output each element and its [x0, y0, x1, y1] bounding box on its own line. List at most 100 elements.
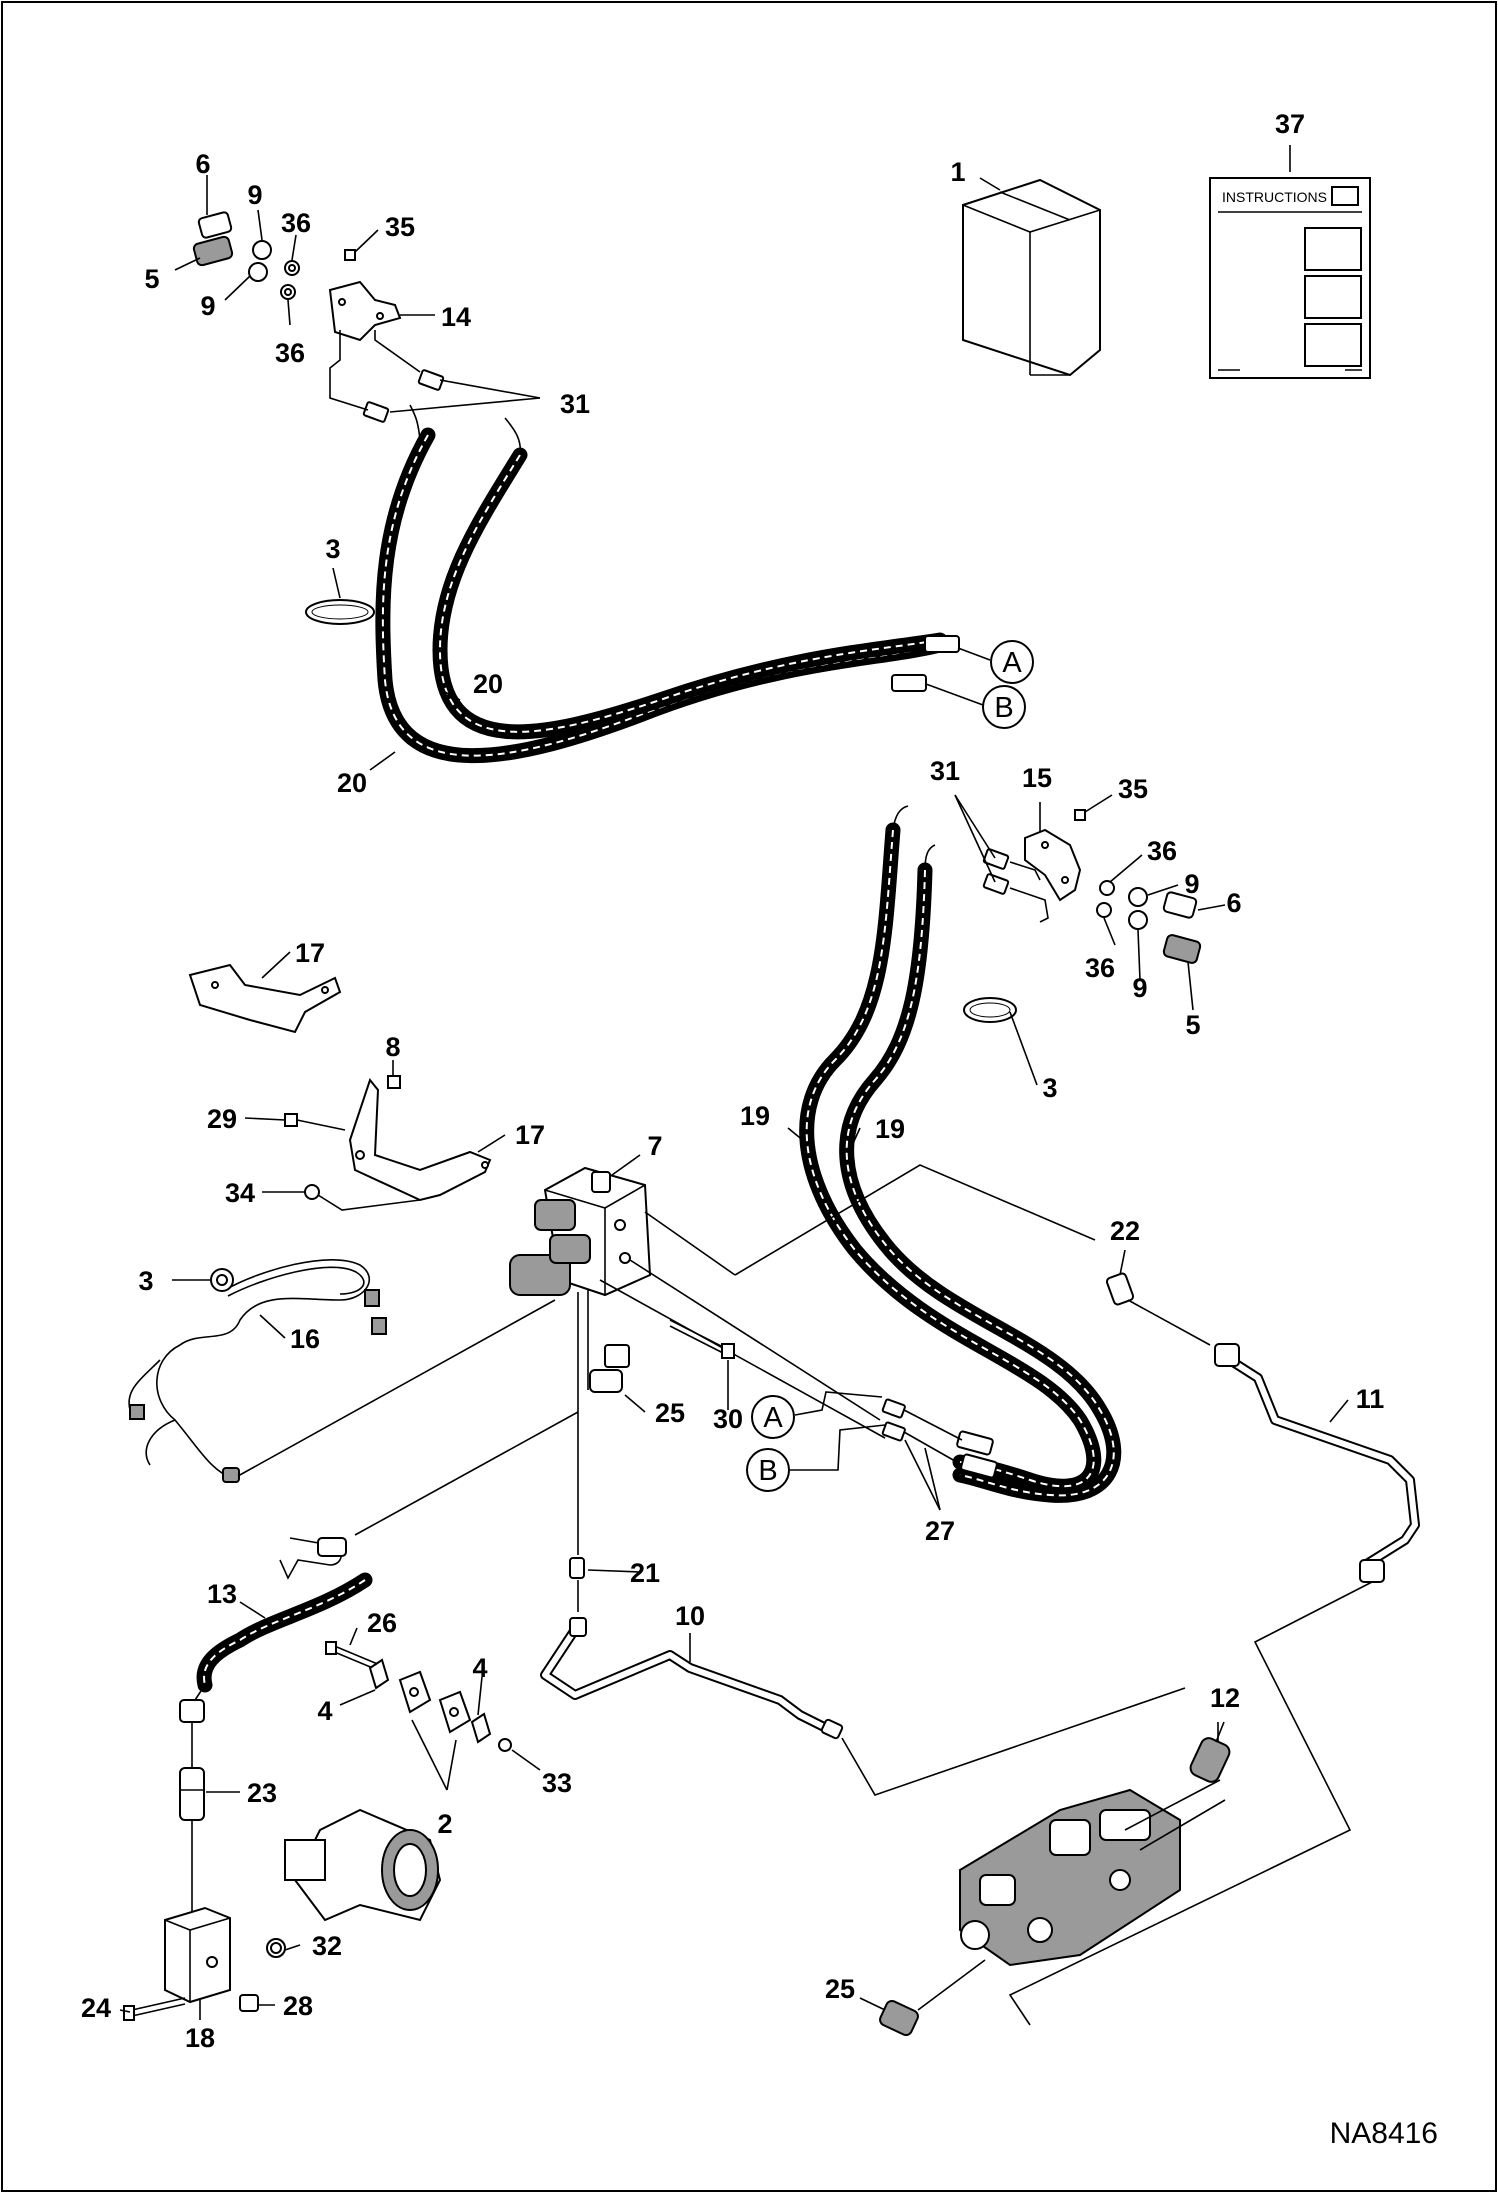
harness-link: [237, 1299, 556, 1477]
callout-29: 29: [207, 1104, 237, 1134]
bracket-15: [1024, 828, 1082, 902]
callout-32: 32: [312, 1931, 342, 1961]
callout-30: 30: [713, 1404, 743, 1434]
callout-36: 36: [1147, 836, 1177, 866]
plug-28: [239, 1994, 259, 2012]
valve-link-d: [599, 1279, 886, 1439]
bolt-24: [123, 1997, 186, 2021]
elbow-25a: [589, 1344, 630, 1393]
adapter-31c: [982, 848, 1010, 870]
callout-33: 33: [542, 1768, 572, 1798]
link-25-13: [354, 1411, 579, 1536]
oring-32: [266, 1938, 286, 1958]
link-27b: [903, 1431, 963, 1466]
bolt-35a: [344, 249, 356, 261]
figure-id: NA8416: [1330, 2117, 1438, 2150]
upper-left-fittings: [192, 211, 445, 423]
fitting-21: [569, 1557, 585, 1579]
adapter-31a: [417, 369, 445, 391]
wire-harness-16: [128, 1258, 387, 1483]
callout-5: 5: [1185, 1010, 1200, 1040]
callout-26: 26: [367, 1608, 397, 1638]
link-22-11: [1127, 1299, 1211, 1346]
port-marker-B2: [746, 1448, 790, 1492]
leader-A1: [957, 647, 991, 661]
hose-20-pair: [375, 404, 960, 764]
tube-11: [1214, 1343, 1420, 1583]
fitting-22: [1105, 1272, 1135, 1306]
port-marker-A1: [990, 640, 1034, 684]
washer-36b: [280, 284, 296, 300]
callout-16: 16: [290, 1324, 320, 1354]
quick-coupler-5a: [192, 235, 234, 267]
callout-27: 27: [925, 1516, 955, 1546]
fitting-9a: [252, 240, 272, 260]
callout-31: 31: [560, 389, 590, 419]
hydraulic-pump: [959, 1779, 1226, 1967]
callout-14: 14: [441, 302, 471, 332]
port-letter-A1: A: [1002, 647, 1022, 679]
callout-23: 23: [247, 1778, 277, 1808]
washer-36a: [284, 260, 300, 276]
bolt-30: [669, 1319, 735, 1359]
callout-6: 6: [1226, 888, 1241, 918]
port-marker-B1: [982, 685, 1026, 729]
callout-4: 4: [472, 1653, 487, 1683]
manual-header: INSTRUCTIONS: [1222, 189, 1327, 205]
port-letter-B1: B: [994, 692, 1013, 724]
link-34: [317, 1194, 421, 1211]
nut-8: [387, 1075, 401, 1089]
callout-19: 19: [875, 1114, 905, 1144]
callout-12: 12: [1210, 1683, 1240, 1713]
callout-36: 36: [281, 208, 311, 238]
leader-lines: [119, 175, 1349, 2020]
port-letter-A2: A: [763, 1402, 783, 1434]
port-letter-B2: B: [758, 1455, 777, 1487]
callout-7: 7: [647, 1131, 662, 1161]
block-18: [164, 1906, 231, 2004]
right-fittings: [982, 809, 1202, 964]
washer-36d: [1096, 902, 1112, 918]
callout-19: 19: [740, 1101, 770, 1131]
callout-4: 4: [317, 1696, 332, 1726]
callout-9: 9: [1132, 973, 1147, 1003]
hose-13: [179, 1537, 373, 1723]
tie-3a: [305, 599, 375, 625]
fitting-9b: [248, 262, 268, 282]
callout-20: 20: [473, 669, 503, 699]
plate-4a: [368, 1658, 390, 1690]
callout-28: 28: [283, 1991, 313, 2021]
link-10-12: [841, 1687, 1186, 1796]
adapter-31d: [982, 873, 1010, 895]
leader-B2: [788, 1424, 886, 1471]
callout-labels: 1 37 6 9 36 35 5 9 14 36 31 3 20 20 31 1…: [81, 109, 1384, 2053]
bolt-29: [284, 1113, 346, 1131]
callout-6: 6: [195, 149, 210, 179]
nut-34: [304, 1184, 320, 1200]
callout-3: 3: [1042, 1073, 1057, 1103]
fitting-9d: [1128, 910, 1148, 930]
tie-3b: [963, 997, 1017, 1023]
washer-36c: [1099, 880, 1115, 896]
callout-3: 3: [325, 534, 340, 564]
fitting-12: [1189, 1737, 1231, 1783]
callout-10: 10: [675, 1601, 705, 1631]
callout-35: 35: [1118, 774, 1148, 804]
callout-18: 18: [185, 2023, 215, 2053]
plate-4b: [470, 1712, 492, 1744]
callout-35: 35: [385, 212, 415, 242]
quick-coupler-6a: [197, 211, 233, 239]
callout-13: 13: [207, 1579, 237, 1609]
leader-A2: [794, 1391, 883, 1416]
motor: [284, 1808, 442, 1922]
quick-coupler-5b: [1162, 934, 1202, 964]
callout-20: 20: [337, 768, 367, 798]
callout-11: 11: [1356, 1384, 1385, 1414]
elbow-25b: [879, 2000, 919, 2036]
callout-3: 3: [138, 1266, 153, 1296]
instructions-manual: INSTRUCTIONS: [1209, 177, 1371, 379]
bolt-35b: [1074, 809, 1086, 821]
